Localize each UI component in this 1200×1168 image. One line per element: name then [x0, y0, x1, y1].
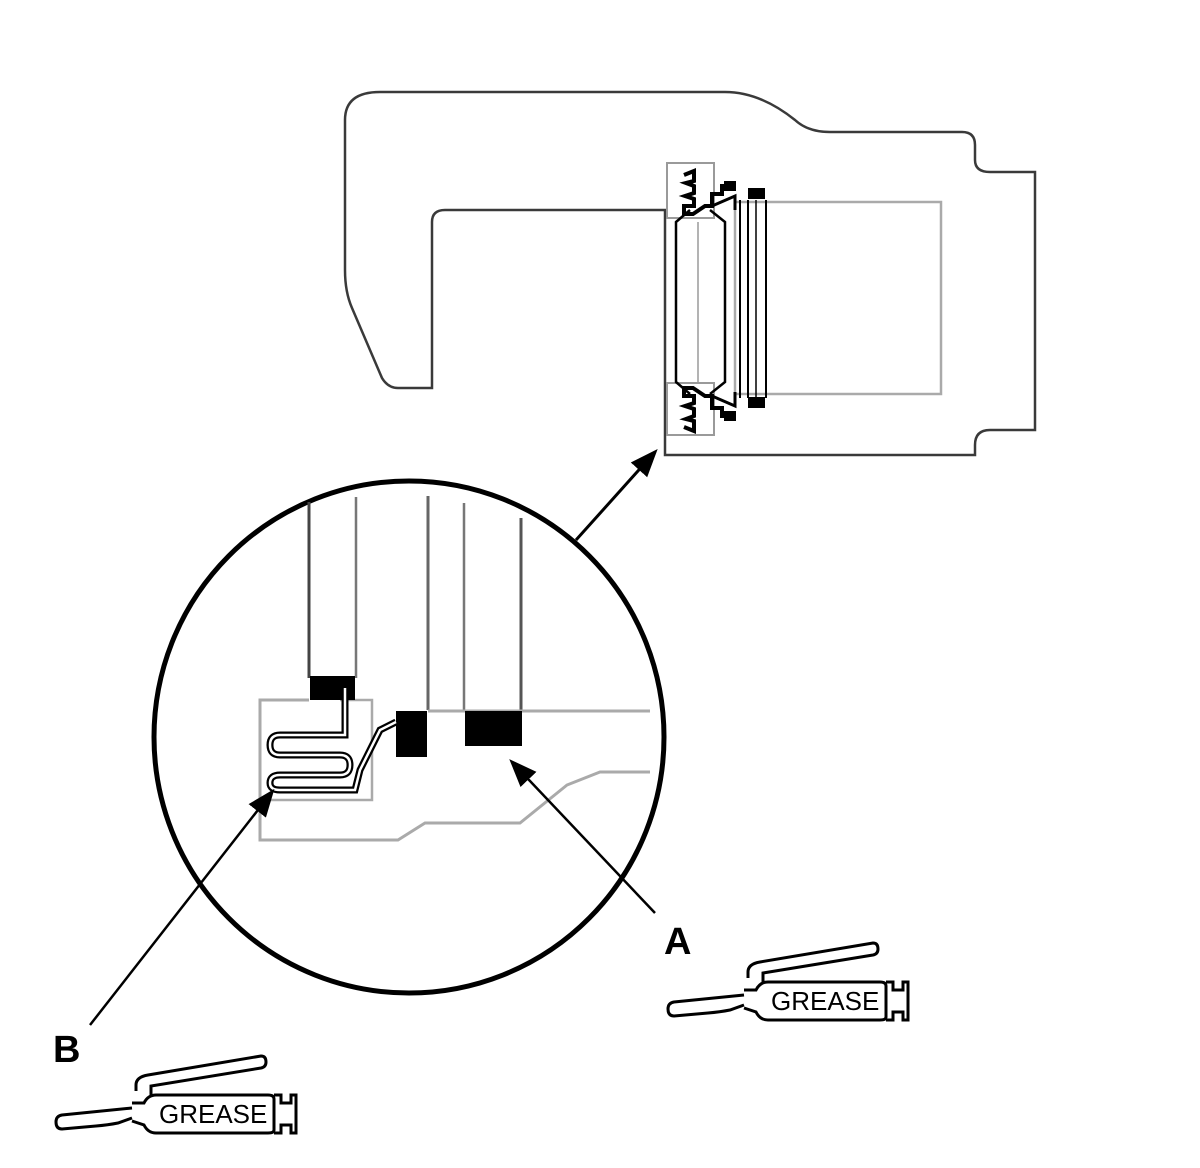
callout-a-arrow: [509, 759, 656, 914]
callout-b-label: B: [53, 1029, 80, 1071]
detail-circle: [151, 478, 667, 996]
seal-lip-bottom: [678, 386, 765, 434]
detail-pointer-arrow: [574, 449, 658, 542]
seal-lip-top: [678, 168, 765, 216]
seal-sleeve-inner: [709, 209, 727, 395]
callout-b-arrow: [89, 788, 275, 1026]
seal-groove-top: [666, 162, 715, 219]
bore-outline: [733, 200, 943, 396]
magnified-detail: [151, 478, 667, 996]
housing-outline: [343, 90, 1037, 457]
grease-gun-icon: GREASE: [54, 1054, 298, 1135]
detail-groove-outline: [258, 698, 650, 842]
grease-label-a: GREASE: [771, 986, 879, 1016]
seal-serpentine-lip-inner: [268, 688, 397, 792]
grease-gun-icon: GREASE: [666, 941, 910, 1022]
callout-a-label: A: [664, 921, 691, 963]
seal-block-right-a: [465, 711, 522, 746]
seal-sleeve-outer: [674, 209, 691, 395]
housing-assembly: [343, 90, 1037, 457]
grease-label-b: GREASE: [159, 1099, 267, 1129]
seal-block-middle: [396, 711, 427, 757]
